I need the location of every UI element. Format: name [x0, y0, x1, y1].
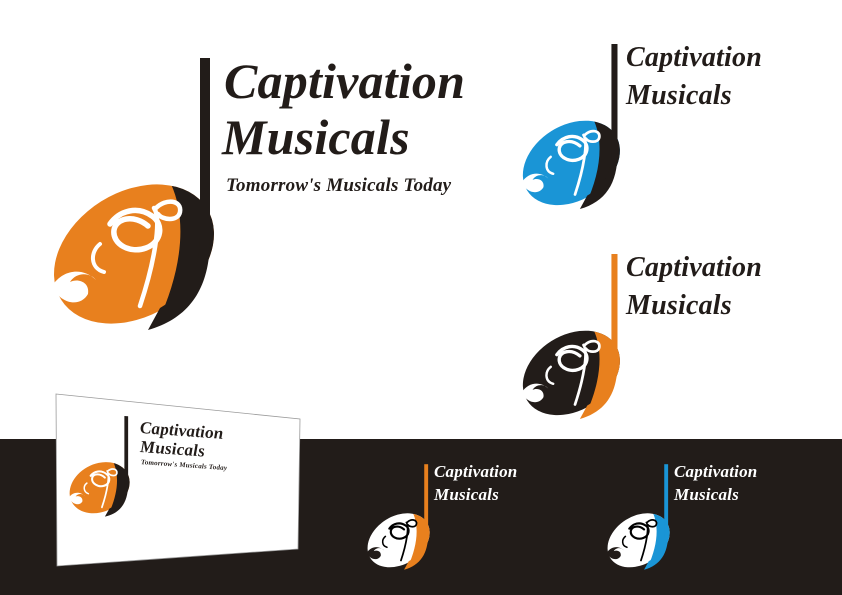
brand-tagline: Tomorrow's Musicals Today [141, 458, 228, 473]
brand-name-line1: Captivation [626, 42, 762, 73]
brand-name-line2: Musicals [626, 80, 732, 111]
brand-name-line2: Musicals [140, 437, 205, 461]
music-note-icon [362, 464, 440, 573]
logo-primary-orange: Captivation Musicals Tomorrow's Musicals… [40, 53, 510, 338]
music-note-icon [40, 58, 240, 338]
logo-variant-blue: Captivation Musicals [514, 42, 800, 214]
music-note-icon [514, 254, 636, 424]
music-note-icon [64, 415, 140, 522]
brand-name-line2: Musicals [222, 109, 410, 165]
brand-name-line2: Musicals [434, 485, 499, 504]
music-note-icon [602, 464, 680, 573]
logo-variant-white-blue-stem-dark: Captivation Musicals [602, 462, 796, 574]
brand-name-line1: Captivation [626, 252, 762, 283]
brand-name-line1: Captivation [674, 462, 758, 481]
logo-variant-dark-orange-stem: Captivation Musicals [514, 252, 800, 424]
brand-name-line2: Musicals [626, 290, 732, 321]
brand-name-line1: Captivation [224, 53, 466, 109]
brand-name-line1: Captivation [434, 462, 518, 481]
logo-variant-white-orange-stem-dark: Captivation Musicals [362, 462, 556, 574]
logo-card-mockup: Captivation Musicals Tomorrow's Musicals… [64, 412, 248, 535]
brand-tagline: Tomorrow's Musicals Today [226, 175, 452, 196]
brand-name-line2: Musicals [674, 485, 739, 504]
music-note-icon [514, 44, 636, 214]
